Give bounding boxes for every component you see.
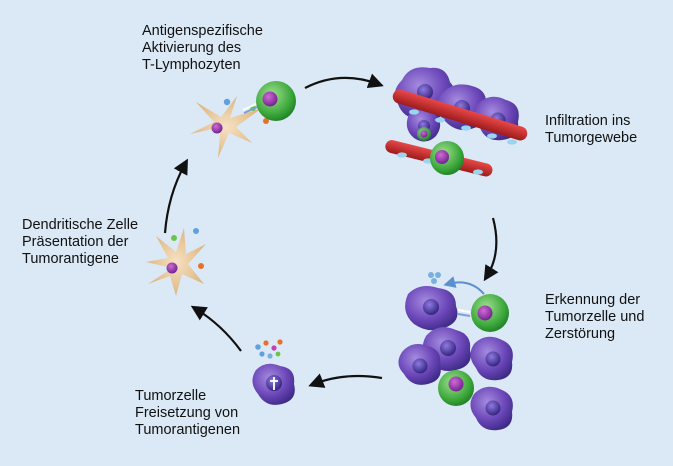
t-cell-activation [242, 81, 296, 121]
label-release: Tumorzelle Freisetzung von Tumorantigene… [135, 388, 241, 438]
label-activation: Antigenspezifische Aktivierung des T-Lym… [142, 23, 263, 73]
arrow-release-to-presentation [190, 305, 242, 352]
tumor-recognition-cluster [398, 272, 513, 431]
arrow-infiltration-to-recognition [483, 217, 499, 282]
label-presentation: Dendritische Zelle Präsentation der Tumo… [22, 217, 139, 267]
arrow-presentation-to-activation [163, 158, 188, 234]
label-infiltration: Infiltration ins Tumorgewebe [545, 113, 638, 146]
arrow-recognition-to-release [308, 373, 383, 388]
dying-tumor-cell [252, 339, 295, 405]
arrow-activation-to-infiltration [304, 73, 384, 89]
label-recognition: Erkennung der Tumorzelle und Zerstörung [545, 292, 645, 342]
cycle-arrows [163, 73, 499, 388]
dendritic-cell-presentation [146, 228, 206, 296]
tumor-tissue-infiltration [385, 67, 528, 177]
